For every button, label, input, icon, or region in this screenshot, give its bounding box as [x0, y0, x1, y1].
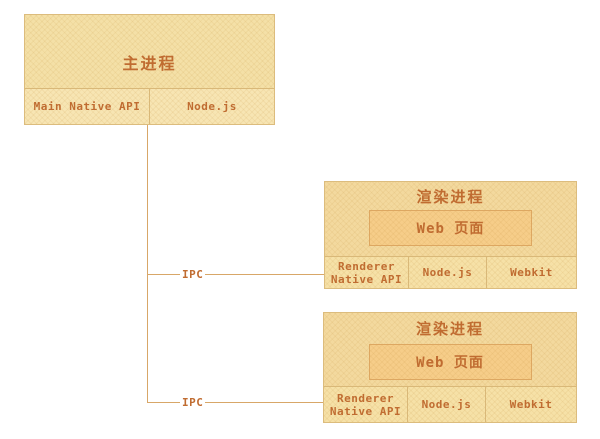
renderer-native-api-cell-1: Renderer Native API [325, 257, 408, 288]
renderer-subrow-1: Renderer Native API Node.js Webkit [325, 256, 576, 288]
renderer-process-title-2: 渲染进程 [415, 320, 484, 338]
renderer-native-api-cell-2: Renderer Native API [324, 387, 407, 422]
renderer-process-box-2: 渲染进程 Web 页面 Renderer Native API Node.js … [323, 312, 577, 423]
web-page-box-2: Web 页面 [368, 344, 532, 380]
renderer-nodejs-cell-1: Node.js [408, 257, 486, 288]
main-nodejs-cell: Node.js [149, 89, 274, 124]
main-native-api-cell: Main Native API [25, 89, 149, 124]
connector-vertical-line [147, 125, 148, 403]
web-page-box-1: Web 页面 [369, 210, 532, 246]
ipc-line-1 [148, 274, 324, 275]
main-process-title: 主进程 [122, 53, 177, 73]
ipc-line-2 [148, 402, 323, 403]
renderer-subrow-2: Renderer Native API Node.js Webkit [324, 386, 576, 422]
main-process-subrow: Main Native API Node.js [25, 88, 274, 124]
renderer-webkit-cell-2: Webkit [485, 387, 576, 422]
main-process-box: 主进程 Main Native API Node.js [24, 14, 275, 125]
ipc-label-1: IPC [180, 268, 206, 282]
renderer-nodejs-cell-2: Node.js [407, 387, 485, 422]
ipc-label-2: IPC [180, 396, 206, 410]
renderer-process-box-1: 渲染进程 Web 页面 Renderer Native API Node.js … [324, 181, 577, 289]
renderer-webkit-cell-1: Webkit [486, 257, 576, 288]
renderer-process-title-1: 渲染进程 [416, 187, 485, 206]
